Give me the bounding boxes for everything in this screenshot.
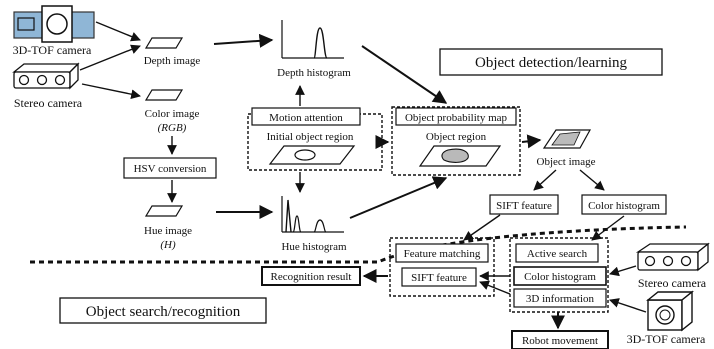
depth-histogram-plot: [281, 20, 344, 59]
stereo-camera-right-label: Stereo camera: [638, 276, 707, 290]
stereo-camera-left-label: Stereo camera: [14, 96, 83, 110]
sift-feature-bottom-label: SIFT feature: [411, 272, 467, 284]
detection-title-box: [439, 48, 663, 76]
arrow-stereo-to-color: [81, 83, 141, 100]
three-d-information-label: 3D information: [526, 293, 595, 305]
object-region-label: Object region: [426, 131, 487, 143]
arrow-huehist-to-region: [349, 176, 448, 219]
feature-matching-label: Feature matching: [404, 248, 481, 260]
arrow-depthhist-to-map: [361, 45, 448, 104]
sift-feature-bottom-box: [401, 267, 477, 287]
depth-image-label: Depth image: [144, 55, 201, 67]
hsv-conversion-label: HSV conversion: [134, 163, 207, 175]
section-separator: [30, 225, 687, 264]
tof-camera-bottom-icon: [646, 290, 694, 332]
robot-movement-label: Robot movement: [522, 335, 598, 347]
initial-region-blob: [294, 149, 316, 161]
hsv-conversion-box: [123, 157, 217, 179]
color-image-plane: [144, 89, 184, 101]
object-image-label: Object image: [537, 156, 596, 168]
sift-feature-top-box: [489, 194, 559, 215]
color-histogram-bottom-label: Color histogram: [524, 271, 596, 283]
tof-camera-top-label: 3D-TOF camera: [13, 43, 92, 57]
active-search-label: Active search: [527, 248, 588, 260]
recognition-result-label: Recognition result: [271, 271, 352, 283]
arrow-region-to-object: [521, 134, 542, 149]
arrow-depth-to-histogram: [213, 33, 274, 48]
tof-camera-top-icon: [13, 5, 95, 43]
arrow-object-to-colorhist: [579, 169, 605, 191]
sift-feature-top-label: SIFT feature: [496, 200, 552, 212]
active-search-box: [515, 243, 599, 263]
search-title-box: [59, 297, 267, 324]
motion-attention-label: Motion attention: [269, 112, 343, 124]
depth-image-plane: [144, 37, 184, 49]
arrow-object-to-sift: [533, 169, 557, 191]
three-d-information-box: [513, 288, 607, 308]
object-probability-map-label: Object probability map: [405, 112, 508, 124]
arrow-colorhist-to-search: [591, 215, 625, 241]
initial-object-region-label: Initial object region: [267, 131, 354, 143]
object-region-group: [391, 106, 521, 176]
detection-title: Object detection/learning: [475, 55, 628, 71]
arrow-tof-to-3d: [609, 298, 647, 313]
hue-histogram-label: Hue histogram: [281, 241, 347, 253]
object-region-blob: [441, 148, 469, 163]
arrow-stereo-to-colorhist: [609, 265, 637, 277]
hue-image-plane: [144, 205, 184, 217]
robot-movement-box: [511, 330, 609, 349]
hue-image-sub: (H): [160, 239, 176, 251]
arrow-stereo-to-depth: [79, 44, 141, 71]
arrow-sift-to-matching: [463, 214, 501, 241]
flow-arrows: [79, 21, 647, 330]
stereo-camera-left-icon: [12, 62, 80, 90]
feature-matching-group: [389, 237, 495, 297]
hue-histogram-plot: [281, 196, 344, 233]
color-histogram-top-label: Color histogram: [588, 200, 660, 212]
color-histogram-top-box: [581, 194, 667, 215]
object-probability-map-box: [395, 107, 517, 126]
color-image-sub: (RGB): [158, 122, 187, 134]
stereo-camera-right-icon: [635, 242, 710, 272]
search-title: Object search/recognition: [86, 304, 241, 320]
depth-histogram-label: Depth histogram: [277, 67, 351, 79]
color-histogram-bottom-box: [513, 266, 607, 286]
motion-attention-box: [251, 107, 361, 126]
color-image-label: Color image: [145, 108, 200, 120]
arrow-3d-to-sift: [479, 280, 511, 295]
hue-image-label: Hue image: [144, 225, 192, 237]
arrow-tof-to-depth: [95, 21, 141, 42]
object-image-blob: [551, 131, 581, 146]
tof-camera-bottom-label: 3D-TOF camera: [627, 332, 706, 346]
recognition-result-box: [261, 266, 361, 286]
feature-matching-box: [395, 243, 489, 263]
